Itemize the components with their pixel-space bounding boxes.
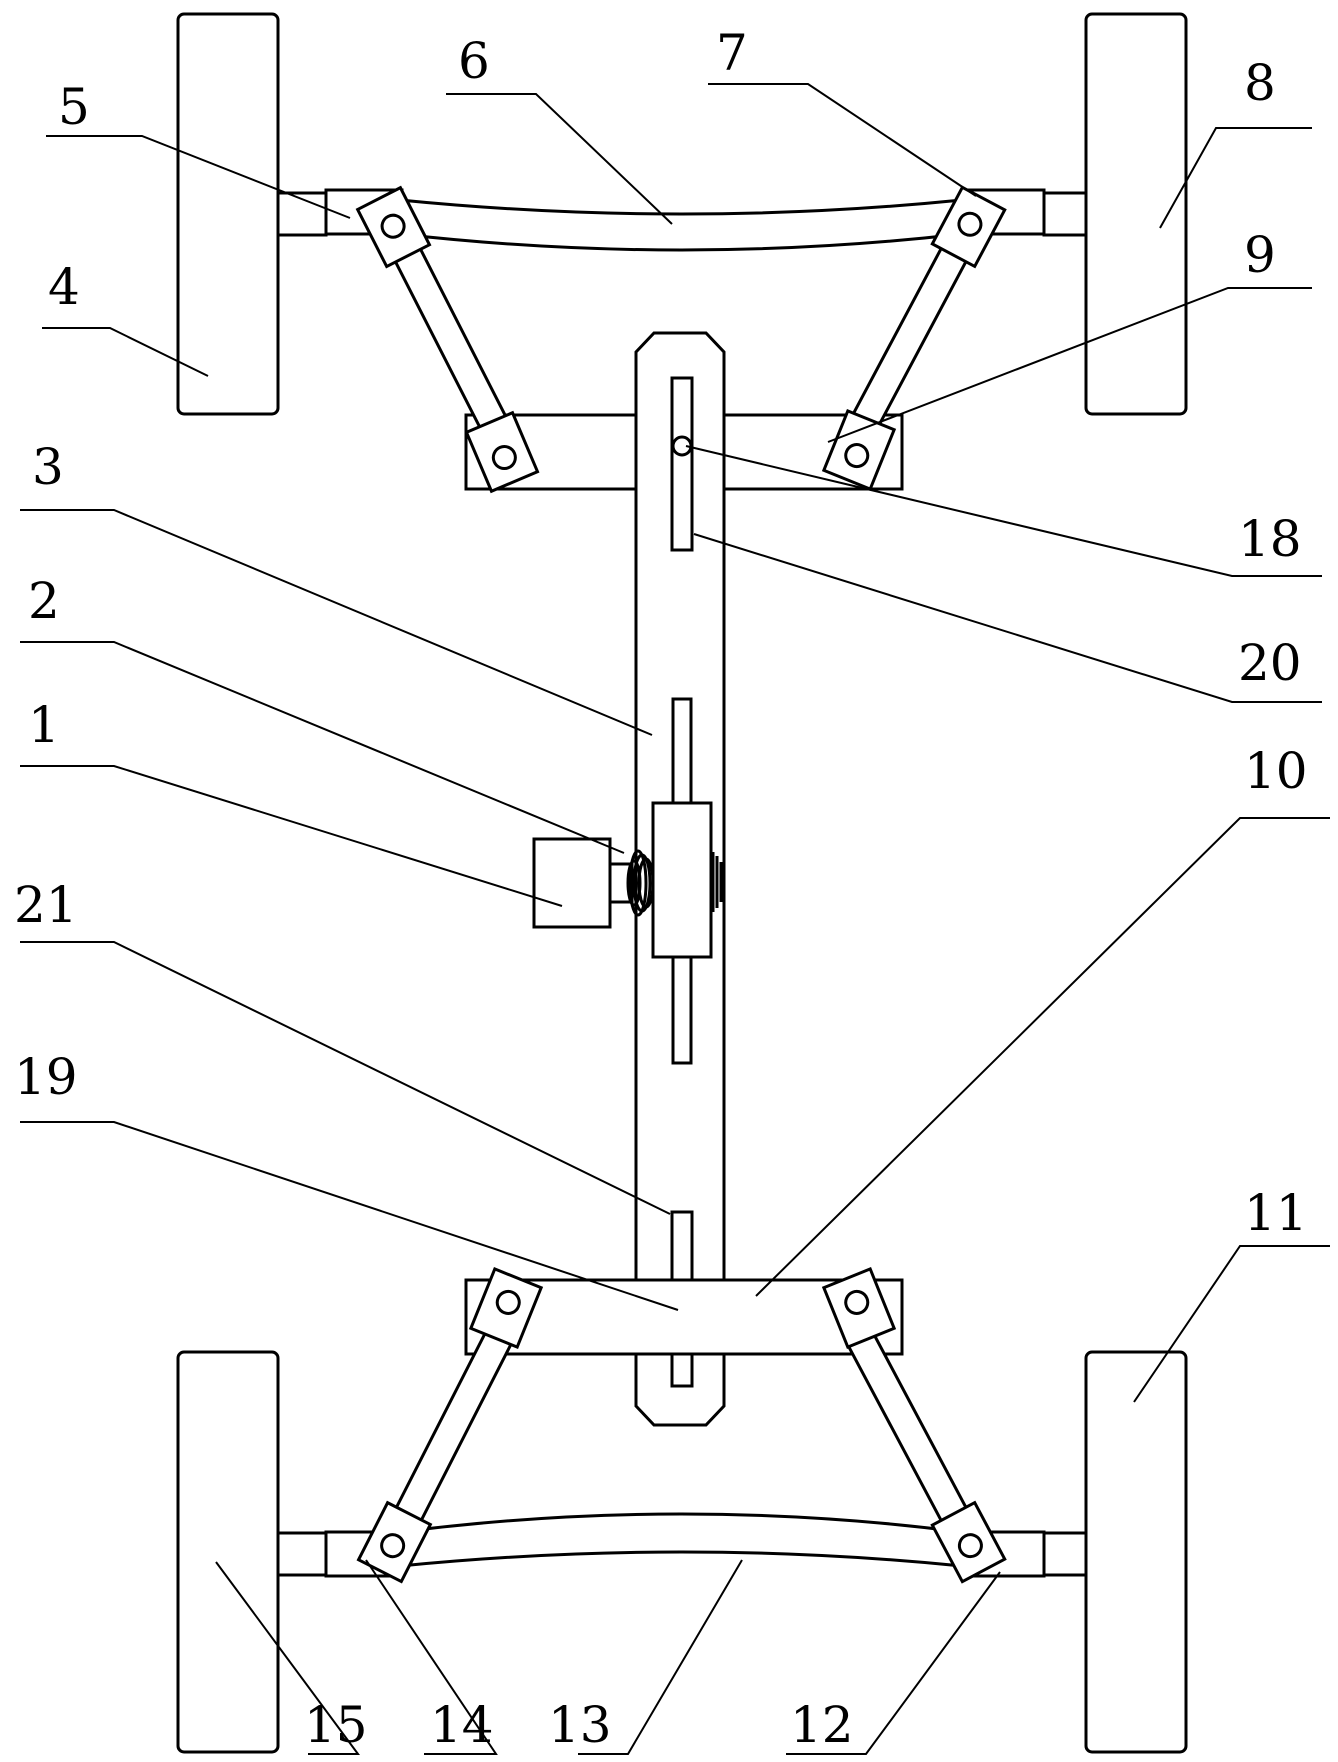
label-11: 11 [1244, 1184, 1308, 1242]
stub-shaft-front-right [1044, 193, 1086, 235]
label-21: 21 [14, 876, 78, 934]
axle-beam-front [400, 200, 962, 250]
label-8: 8 [1244, 54, 1276, 112]
label-2: 2 [28, 572, 60, 630]
motor [534, 839, 610, 927]
label-4: 4 [48, 258, 80, 316]
wheel-front-left [178, 14, 278, 414]
label-19: 19 [14, 1048, 78, 1106]
stub-shaft-rear-right [1044, 1533, 1086, 1575]
label-7: 7 [716, 24, 748, 82]
label-3: 3 [32, 438, 64, 496]
stub-shaft-rear-left [278, 1533, 326, 1575]
label-20: 20 [1238, 634, 1302, 692]
label-9: 9 [1244, 226, 1276, 284]
axle-beam-rear [400, 1514, 962, 1566]
label-18: 18 [1238, 510, 1302, 568]
rear-axle-assembly [178, 1269, 1186, 1752]
slider-block [653, 803, 711, 957]
label-13: 13 [548, 1696, 612, 1754]
label-10: 10 [1244, 742, 1308, 800]
label-1: 1 [28, 696, 60, 754]
label-15: 15 [304, 1696, 368, 1754]
wheel-rear-left [178, 1352, 278, 1752]
label-12: 12 [790, 1696, 854, 1754]
label-5: 5 [58, 78, 90, 136]
label-6: 6 [458, 32, 490, 90]
slot-upper [672, 378, 692, 550]
label-14: 14 [430, 1696, 494, 1754]
wheel-front-right [1086, 14, 1186, 414]
wheel-rear-right [1086, 1352, 1186, 1752]
